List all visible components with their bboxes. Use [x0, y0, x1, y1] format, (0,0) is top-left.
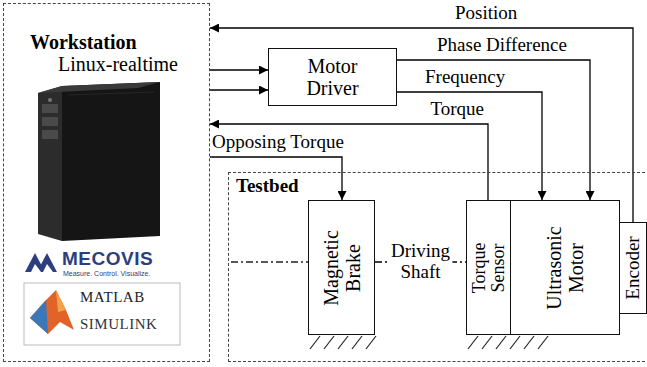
edge-label-holder: Torque: [430, 99, 484, 120]
logo-mark: [43, 264, 53, 272]
pc-tower-top: [38, 82, 160, 93]
logo-frame: [24, 283, 180, 345]
ground-hatch: [538, 336, 548, 349]
ground-hatch: [324, 336, 334, 349]
edge-label-holder: Frequency: [425, 67, 505, 88]
logo-text: SIMULINK: [80, 316, 157, 333]
ground-hatch: [510, 336, 520, 349]
label-holder: Measure. Control. Visualize.: [63, 270, 150, 278]
pc-drive-bay: [42, 104, 58, 113]
driver-box: Motor Driver: [268, 48, 397, 106]
node-label: Linux-realtime: [58, 53, 209, 75]
edge-label-holder: Opposing Torque: [212, 132, 344, 153]
pc-drive-bay: [42, 117, 58, 126]
label-holder: MATLAB: [80, 289, 145, 306]
signal-arrow: [210, 89, 268, 90]
signal-label: Frequency: [425, 67, 505, 88]
ground-hatch: [352, 336, 362, 349]
ground-hatch: [310, 336, 320, 349]
pc-power-button: [48, 98, 52, 102]
motor-box: Ultrasonic Motor: [510, 200, 620, 335]
signal-label: Phase Difference: [437, 35, 567, 56]
ground-hatch: [310, 336, 548, 349]
testbed-frame: TestbedMagnetic Brake Torque Sensor Ultras…: [228, 172, 647, 362]
frame-heading: Workstation: [30, 31, 209, 53]
label-holder: MECOVIS: [62, 249, 153, 270]
node-label: Torque Sensor: [470, 242, 508, 293]
logo-membrane: [30, 290, 74, 334]
logo-membrane: [30, 300, 48, 334]
edge-label-holder: Phase Difference: [437, 35, 567, 56]
edge-label-holder: Position: [455, 3, 517, 24]
signal-label: Torque: [430, 99, 484, 120]
logo-mark: [31, 264, 41, 272]
logo-text: MATLAB: [80, 289, 145, 306]
signal-label: Opposing Torque: [212, 132, 344, 153]
node-label: Motor Driver: [306, 55, 358, 99]
signal-arrow: [397, 60, 590, 200]
ground-hatch: [468, 336, 478, 349]
sensor-box: Torque Sensor: [466, 200, 512, 335]
pc-tower-front: [38, 86, 62, 241]
pc-panel-edge: [68, 92, 154, 95]
pc-drive-bay: [42, 130, 58, 139]
signal-arrow: [210, 69, 268, 70]
ground-hatch: [338, 336, 348, 349]
node-label: Magnetic Brake: [320, 230, 364, 306]
shaft-line: [375, 261, 466, 262]
label-holder: SIMULINK: [80, 316, 157, 333]
ground-hatch: [366, 336, 376, 349]
logo-membrane: [56, 290, 66, 312]
workstation-frame: WorkstationLinux-realtime: [3, 3, 210, 362]
frame-heading: Testbed: [236, 176, 647, 197]
ground-hatch: [496, 336, 506, 349]
encoder-box: Encoder: [619, 222, 647, 314]
signal-label: Driving Shaft: [389, 241, 452, 283]
signal-arrow: [397, 92, 542, 200]
node-label: Encoder: [623, 236, 643, 299]
ground-hatch: [524, 336, 534, 349]
drive-shaft: [231, 261, 308, 262]
node-label: Ultrasonic Motor: [543, 226, 587, 309]
ground-hatch: [482, 336, 492, 349]
logo-mark: [37, 253, 57, 272]
brake-box: Magnetic Brake: [308, 200, 375, 335]
signal-label: Position: [455, 3, 517, 24]
logo-text: MECOVIS: [62, 249, 153, 270]
pc-tower-side: [62, 82, 160, 241]
logo-tagline: Measure. Control. Visualize.: [63, 270, 150, 278]
edge-label-holder: Driving Shaft: [389, 241, 452, 283]
